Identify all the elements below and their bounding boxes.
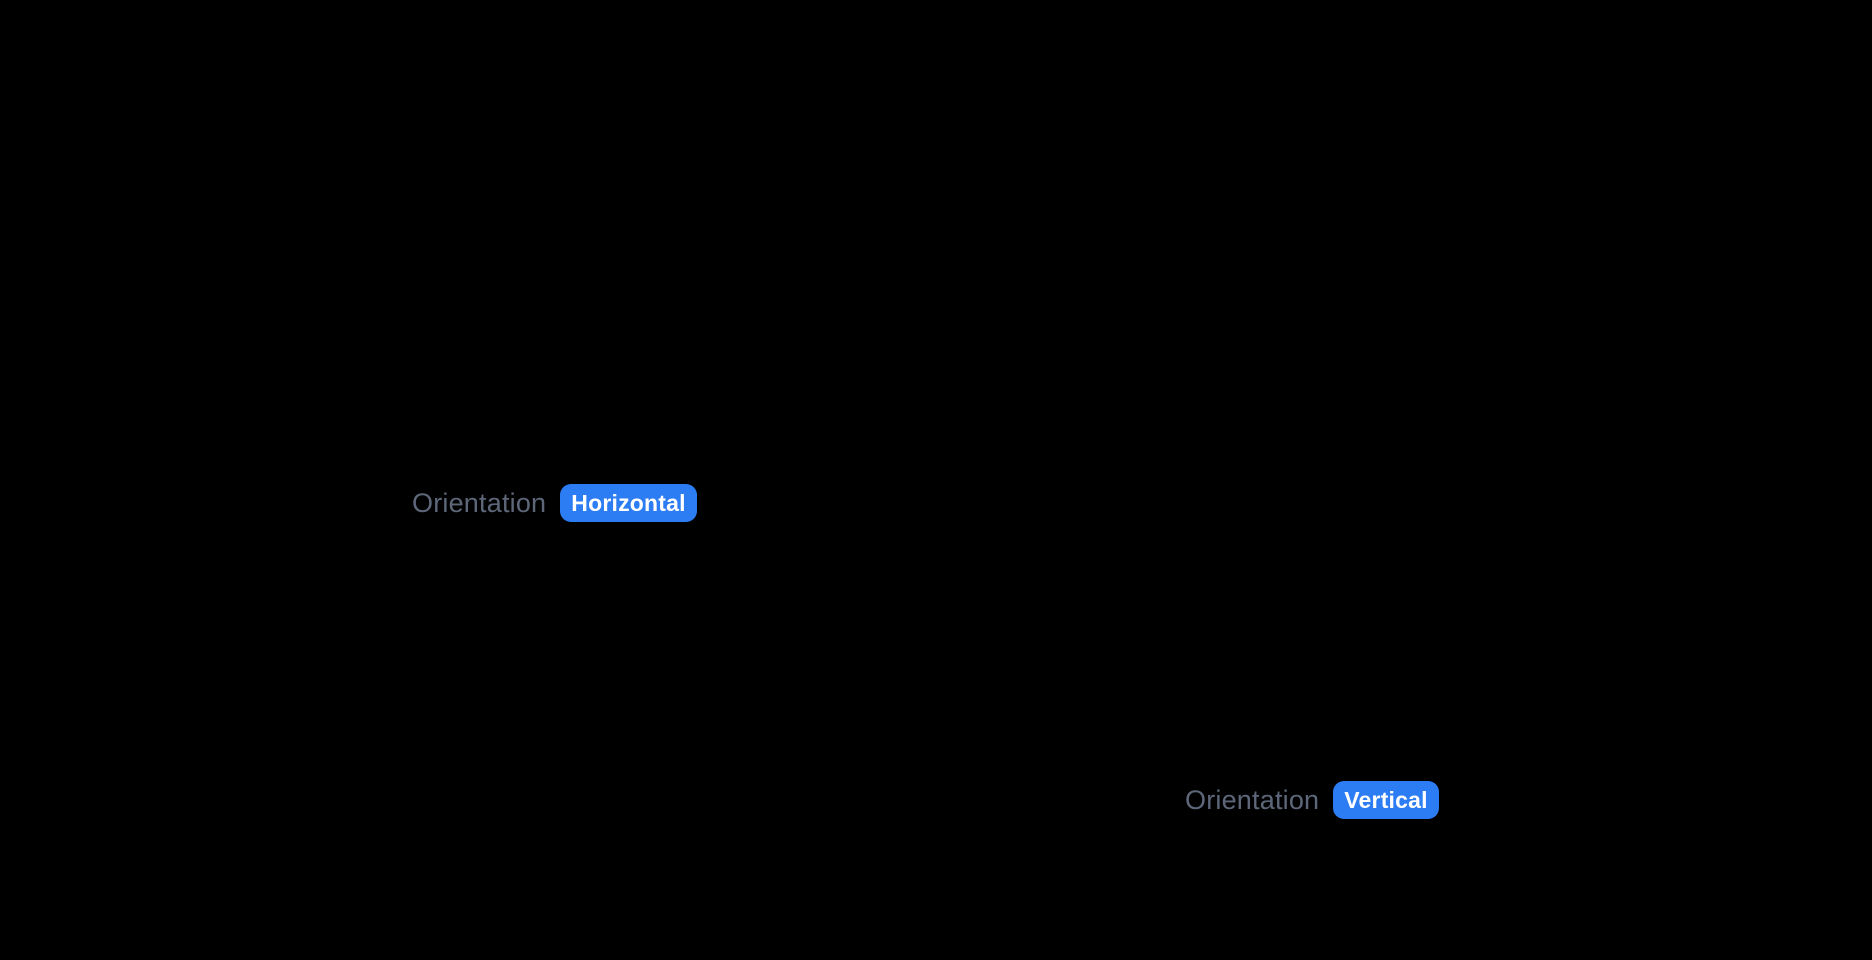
orientation-value-badge-vertical[interactable]: Vertical [1333, 781, 1439, 819]
orientation-label: Orientation [1185, 784, 1320, 815]
orientation-control-horizontal: Orientation Horizontal [412, 484, 697, 522]
orientation-label: Orientation [412, 487, 547, 518]
orientation-control-vertical: Orientation Vertical [1185, 781, 1439, 819]
orientation-value-badge-horizontal[interactable]: Horizontal [560, 484, 697, 522]
